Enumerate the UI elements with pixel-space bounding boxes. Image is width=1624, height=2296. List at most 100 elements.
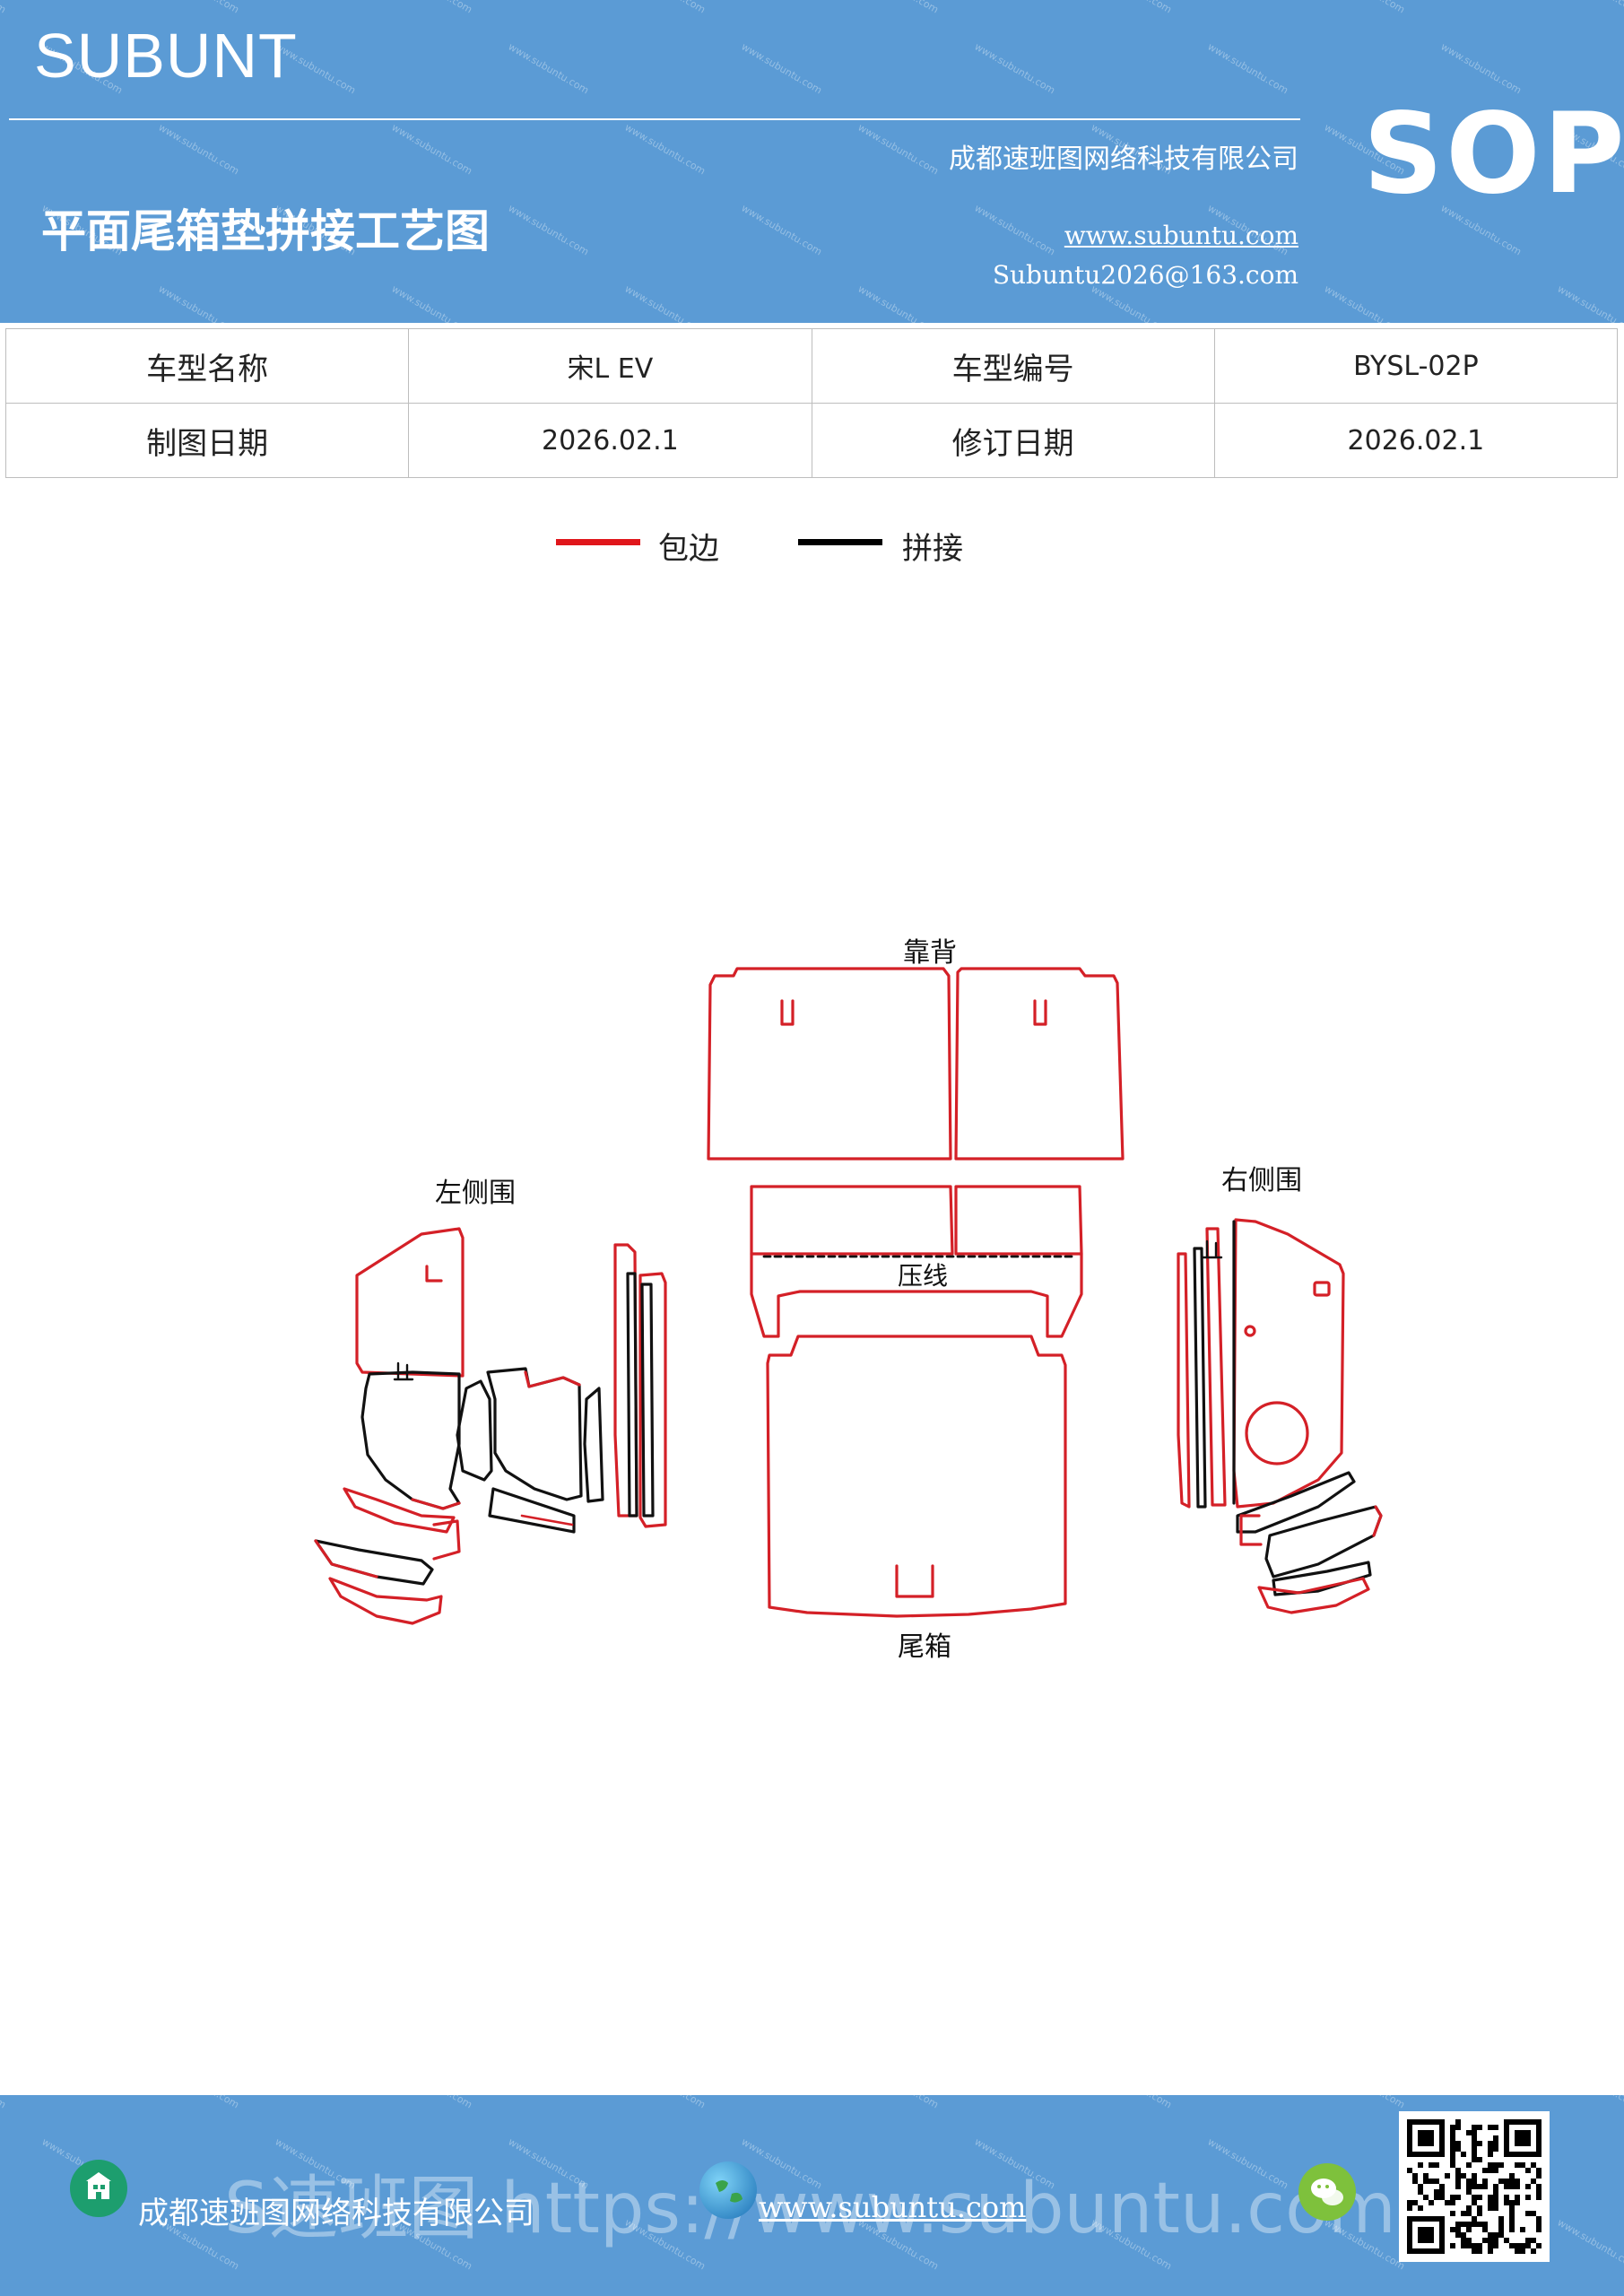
value-revise-date: 2026.02.1 [1213, 403, 1619, 478]
watermark-text: www.subuntu.com [389, 121, 474, 178]
backrest-panel-right [954, 967, 1125, 1161]
watermark-text: www.subuntu.com [623, 2095, 708, 2110]
label-crease: 压线 [898, 1261, 948, 1291]
watermark-text: www.subuntu.com [622, 283, 708, 323]
watermark-text: www.subuntu.com [623, 0, 708, 15]
right-side-vent [1313, 1281, 1331, 1297]
left-side-pillar-inner [638, 1272, 667, 1528]
left-piece-small-2 [583, 1387, 604, 1503]
right-side-strip-4 [1257, 1577, 1370, 1614]
label-trunk: 尾箱 [898, 1631, 951, 1663]
right-side-main-panel [1232, 1218, 1345, 1509]
watermark-text: www.subuntu.com [1555, 283, 1624, 323]
brand-logo-text: SUBUNT [34, 21, 298, 91]
watermark-text: www.subuntu.com [1090, 0, 1174, 15]
left-piece-cup [486, 1367, 583, 1501]
left-side-group [314, 1227, 667, 1625]
right-side-stop-mark [1200, 1239, 1223, 1259]
watermark-text: www.subuntu.com [1090, 2095, 1174, 2110]
table-row: 制图日期 2026.02.1 修订日期 2026.02.1 [4, 403, 1619, 478]
right-side-pillar-inner [1205, 1227, 1227, 1507]
building-icon [70, 2160, 127, 2217]
trunk-handle-slot [895, 1564, 934, 1598]
watermark-text: www.subuntu.com [1555, 2216, 1624, 2273]
vehicle-info-table: 车型名称 宋L EV 车型编号 BYSL-02P 制图日期 2026.02.1 … [4, 328, 1619, 478]
watermark-text: www.subuntu.com [506, 202, 591, 258]
trunk-floor-group [750, 1185, 1083, 1618]
table-row: 车型名称 宋L EV 车型编号 BYSL-02P [4, 328, 1619, 404]
footer-website-link[interactable]: www.subuntu.com [759, 2190, 1027, 2224]
label-backrest: 靠背 [903, 937, 957, 969]
floor-upper-panel-left [750, 1185, 954, 1256]
label-left-side: 左侧围 [435, 1178, 516, 1209]
left-side-tab [432, 1519, 461, 1561]
watermark-text: www.subuntu.com [739, 202, 824, 258]
watermark-text: www.subuntu.com [1322, 283, 1407, 323]
backrest-slot-left [780, 999, 795, 1026]
left-piece-small-1 [456, 1379, 493, 1482]
wechat-icon [1298, 2163, 1356, 2221]
footer-watermark-text: S速班图 https://www.subuntu.com [224, 2169, 1396, 2249]
right-side-tab [1239, 1514, 1263, 1546]
watermark-text: www.subuntu.com [856, 0, 941, 15]
watermark-text: www.subuntu.com [389, 283, 474, 323]
value-model-code: BYSL-02P [1213, 328, 1619, 404]
qr-code-image [1407, 2119, 1541, 2254]
watermark-text: www.subuntu.com [1323, 0, 1407, 15]
left-side-vent-mark [425, 1265, 443, 1283]
left-side-strip-2-edge [314, 1539, 378, 1578]
watermark-text: www.subuntu.com [1556, 2095, 1624, 2110]
watermark-text: www.subuntu.com [972, 202, 1057, 258]
globe-icon [699, 2161, 757, 2219]
left-piece-strip-bottom-edge [520, 1514, 574, 1526]
watermark-text: www.subuntu.com [622, 121, 708, 178]
right-side-strip-3 [1272, 1561, 1372, 1596]
right-side-group [1177, 1218, 1383, 1614]
sop-badge: SOP [1363, 90, 1624, 219]
contact-email[interactable]: Subuntu2026@163.com [992, 260, 1298, 290]
right-side-pillar-mid [1193, 1247, 1207, 1509]
watermark-text: www.subuntu.com [390, 2095, 474, 2110]
left-side-pillar-mid [626, 1272, 638, 1518]
watermark-text: www.subuntu.com [157, 0, 241, 15]
company-name: 成都速班图网络科技有限公司 [949, 144, 1298, 175]
right-side-strip-2-edge [1372, 1505, 1383, 1537]
watermark-text: www.subuntu.com [156, 283, 241, 323]
right-side-pillar-outer [1177, 1252, 1191, 1509]
value-draw-date: 2026.02.1 [408, 403, 812, 478]
qr-code [1399, 2111, 1550, 2262]
left-side-pillar-outer [613, 1243, 638, 1518]
header-divider [9, 118, 1300, 120]
watermark-text: www.subuntu.com [157, 2095, 241, 2110]
backrest-panel-left [707, 967, 952, 1161]
label-model-name: 车型名称 [4, 328, 410, 404]
legend-label-joint: 拼接 [902, 531, 963, 567]
watermark-text: www.subuntu.com [1323, 2095, 1407, 2110]
watermark-text: www.subuntu.com [0, 0, 8, 15]
watermark-text: www.subuntu.com [739, 40, 824, 97]
website-link[interactable]: www.subuntu.com [1064, 221, 1298, 250]
label-draw-date: 制图日期 [4, 403, 410, 478]
mat-layout-diagram: 靠背 左侧围 右侧围 压线 尾箱 [314, 937, 1383, 1663]
watermark-text: www.subuntu.com [1556, 0, 1624, 15]
backrest-slot-right [1033, 999, 1047, 1026]
left-side-stop-mark [393, 1361, 414, 1381]
value-model-name: 宋L EV [408, 328, 812, 404]
watermark-text: www.subuntu.com [156, 121, 241, 178]
watermark-text: www.subuntu.com [856, 2095, 941, 2110]
backrest-group [707, 967, 1125, 1161]
floor-step-panel [750, 1252, 1083, 1338]
label-revise-date: 修订日期 [811, 403, 1215, 478]
watermark-text: www.subuntu.com [506, 40, 591, 97]
right-side-strip-2 [1264, 1505, 1383, 1578]
legend-swatch-edge [556, 539, 640, 545]
trunk-main-panel [766, 1335, 1067, 1618]
left-piece-strip-bottom [488, 1487, 576, 1534]
watermark-text: www.subuntu.com [390, 0, 474, 15]
watermark-text: www.subuntu.com [1438, 40, 1524, 97]
legend-swatch-joint [798, 539, 882, 545]
label-right-side: 右侧围 [1221, 1165, 1302, 1196]
legend: 包边 拼接 [0, 524, 1624, 569]
left-side-strip-3 [328, 1577, 443, 1625]
